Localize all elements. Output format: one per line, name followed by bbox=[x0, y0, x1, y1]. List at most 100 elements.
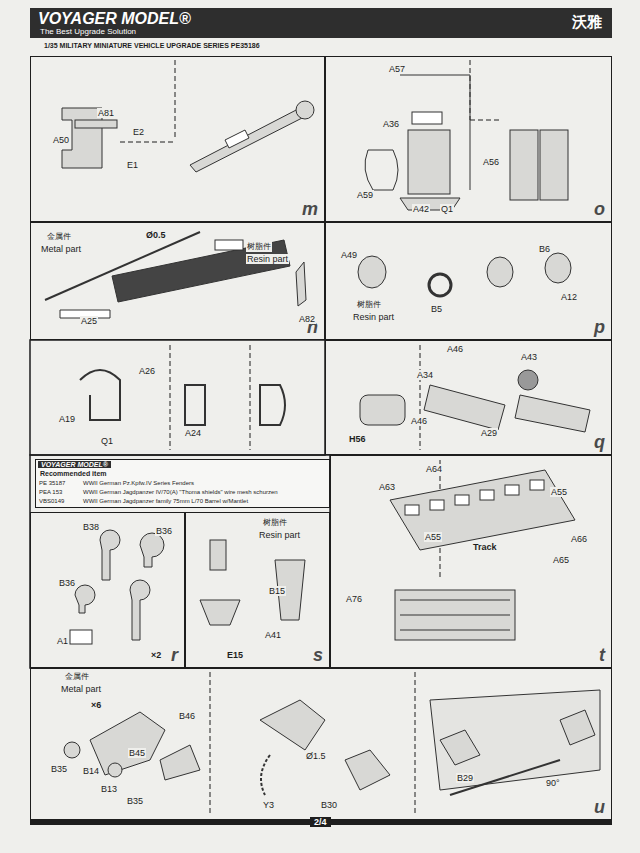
callout-label: A55 bbox=[424, 532, 442, 542]
bar-end bbox=[296, 101, 314, 119]
callout-label: B38 bbox=[82, 522, 100, 532]
callout-label: A76 bbox=[345, 594, 363, 604]
callout-label: A12 bbox=[560, 292, 578, 302]
callout-label: A24 bbox=[184, 428, 202, 438]
mount-part bbox=[90, 712, 165, 775]
callout-label: A56 bbox=[482, 157, 500, 167]
callout-label: A57 bbox=[388, 64, 406, 74]
mount-part bbox=[260, 700, 325, 750]
brand-text: 沃雅 bbox=[572, 13, 602, 32]
box-heading: Recommended item bbox=[40, 470, 107, 477]
chain-part bbox=[261, 755, 270, 795]
jerrycan bbox=[510, 130, 538, 200]
callout-label: B13 bbox=[100, 784, 118, 794]
mount-part bbox=[440, 710, 595, 765]
brand-header: VOYAGER MODEL®The Best Upgrade Solution沃… bbox=[30, 8, 612, 38]
track-run bbox=[390, 470, 575, 550]
can-bracket bbox=[408, 130, 450, 194]
wrench-part bbox=[100, 530, 120, 580]
plate-part bbox=[75, 120, 117, 128]
callout-label: Track bbox=[472, 542, 498, 552]
callout-label: 树脂件 bbox=[356, 300, 382, 310]
callout-label: A42 bbox=[412, 204, 430, 214]
table-cell: WWII German Pz.Kpfw.IV Series Fenders bbox=[82, 480, 195, 487]
mount-part bbox=[160, 745, 200, 780]
callout-label: Ø0.5 bbox=[145, 230, 167, 240]
callout-label: Resin part bbox=[258, 530, 301, 540]
callout-label: A49 bbox=[340, 250, 358, 260]
callout-label: A63 bbox=[378, 482, 396, 492]
resin-part bbox=[210, 540, 226, 570]
callout-label: B36 bbox=[58, 578, 76, 588]
callout-label: A64 bbox=[425, 464, 443, 474]
step-panel: q bbox=[325, 340, 612, 455]
callout-label: 树脂件 bbox=[246, 242, 272, 252]
callout-label: 金属件 bbox=[46, 232, 72, 242]
brand-text: The Best Upgrade Solution bbox=[40, 27, 136, 36]
callout-label: B5 bbox=[430, 304, 443, 314]
washer-part bbox=[64, 742, 80, 758]
callout-label: A55 bbox=[550, 487, 568, 497]
track-link bbox=[405, 505, 419, 515]
sheet-title: 1/35 MILITARY MINIATURE VEHICLE UPGRADE … bbox=[44, 42, 260, 49]
step-letter: u bbox=[594, 797, 605, 818]
callout-label: ×2 bbox=[150, 650, 162, 660]
step-letter: m bbox=[302, 199, 318, 220]
callout-label: E2 bbox=[132, 127, 145, 137]
clamp-part bbox=[225, 130, 249, 148]
callout-label: ×6 bbox=[90, 700, 102, 710]
page-number: 2/4 bbox=[310, 817, 331, 827]
callout-label: Ø1.5 bbox=[305, 751, 327, 761]
track-inset bbox=[395, 590, 515, 640]
step-letter: o bbox=[594, 199, 605, 220]
callout-label: A43 bbox=[520, 352, 538, 362]
callout-label: A1 bbox=[56, 636, 69, 646]
callout-label: B35 bbox=[50, 764, 68, 774]
callout-label: B36 bbox=[155, 526, 173, 536]
callout-label: A25 bbox=[80, 316, 98, 326]
wrench-part bbox=[140, 533, 164, 567]
ring-part bbox=[429, 274, 451, 296]
callout-label: 90° bbox=[545, 778, 561, 788]
cylinder-part bbox=[360, 395, 405, 425]
cylinder-part bbox=[424, 385, 505, 430]
callout-label: 金属件 bbox=[64, 672, 90, 682]
callout-label: B14 bbox=[82, 766, 100, 776]
panel-frame bbox=[30, 340, 325, 455]
callout-label: B6 bbox=[538, 244, 551, 254]
callout-label: Y3 bbox=[262, 800, 275, 810]
track-pattern bbox=[400, 600, 510, 630]
callout-label: 树脂件 bbox=[262, 518, 288, 528]
cylinder-part bbox=[358, 256, 386, 288]
track-link bbox=[430, 500, 444, 510]
step-letter: p bbox=[594, 317, 605, 338]
step-letter: q bbox=[594, 432, 605, 453]
table-cell: VBS0149 bbox=[38, 498, 65, 505]
resin-tip bbox=[215, 240, 243, 250]
callout-label: A34 bbox=[416, 370, 434, 380]
table-cell: PEA 153 bbox=[38, 489, 63, 496]
callout-label: A82 bbox=[298, 314, 316, 324]
callout-label: B29 bbox=[456, 773, 474, 783]
callout-label: A66 bbox=[570, 534, 588, 544]
wrench-part bbox=[75, 585, 95, 613]
plate-part bbox=[70, 630, 92, 644]
callout-label: A19 bbox=[58, 414, 76, 424]
rod-part bbox=[450, 760, 560, 795]
chain-line bbox=[400, 75, 470, 190]
dashed-divider bbox=[210, 672, 415, 815]
callout-label: B45 bbox=[128, 748, 146, 758]
callout-label: A29 bbox=[480, 428, 498, 438]
bar-part bbox=[190, 108, 306, 172]
table-cell: WWII German Jagdpanzer IV/70(A) "Thoma s… bbox=[82, 489, 279, 496]
dashed-divider bbox=[470, 60, 500, 120]
table-cell: WWII German Jagdpanzer family 75mm L/70 … bbox=[82, 498, 249, 505]
track-link bbox=[505, 485, 519, 495]
callout-label: A41 bbox=[264, 630, 282, 640]
step-panel: n bbox=[30, 222, 325, 340]
wrench-part bbox=[130, 580, 150, 640]
callout-label: B35 bbox=[126, 796, 144, 806]
strip-part bbox=[296, 262, 306, 306]
callout-label: E1 bbox=[126, 160, 139, 170]
